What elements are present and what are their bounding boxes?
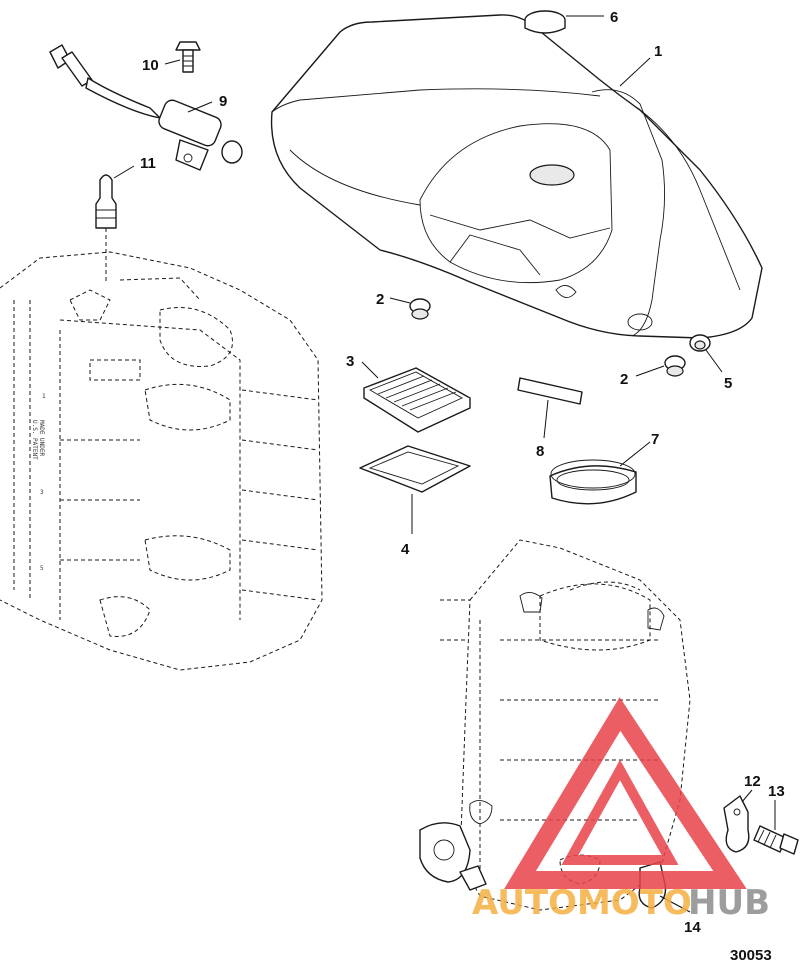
callout-13: 13 <box>768 783 785 800</box>
callout-14: 14 <box>684 919 701 936</box>
fitting-part-11 <box>95 174 117 282</box>
callout-1: 1 <box>654 43 662 60</box>
block-marking-cyl5: 5 <box>40 565 44 572</box>
filter-part-3 <box>363 367 471 433</box>
leader-lines <box>113 15 776 913</box>
grommet-part-5 <box>689 334 711 352</box>
callout-3: 3 <box>346 353 354 370</box>
top-cover-part-1 <box>270 14 763 339</box>
watermark-triangle-outer <box>504 697 747 889</box>
clamp-part-12 <box>723 795 750 853</box>
plug-cap-part-6 <box>524 10 566 34</box>
block-marking-line2: U.S. PATENT <box>31 420 38 460</box>
callout-6: 6 <box>610 9 618 26</box>
callout-10: 10 <box>142 57 159 74</box>
callout-5: 5 <box>724 375 732 392</box>
intake-manifold <box>419 539 691 911</box>
callout-8: 8 <box>536 443 544 460</box>
callout-labels: 1 2 2 3 4 5 6 7 8 9 10 11 12 13 14 <box>140 9 785 936</box>
engine-block: MADE UNDER U.S. PATENT 1 3 5 <box>0 251 323 671</box>
seal-ring-part-7 <box>549 459 637 505</box>
callout-11: 11 <box>140 155 156 172</box>
callout-2b: 2 <box>620 371 628 388</box>
watermark-brand-part2: HUB <box>688 883 770 923</box>
block-marking-line1: MADE UNDER <box>38 420 45 457</box>
block-marking-cyl3: 3 <box>40 489 44 496</box>
gasket-part-4 <box>359 445 471 493</box>
grommet-part-2b <box>664 355 686 377</box>
bolt-part-13 <box>753 825 799 855</box>
watermark-triangle-inner <box>561 759 679 865</box>
figure-number: 30053 <box>730 947 772 964</box>
watermark-brand-part1: AUTOMOTO <box>472 883 692 923</box>
callout-9: 9 <box>219 93 227 110</box>
callout-12: 12 <box>744 773 761 790</box>
grommet-part-2a <box>409 298 431 320</box>
automotohub-watermark: AUTOMOTO HUB <box>472 697 770 923</box>
block-marking-cyl1: 1 <box>42 393 46 400</box>
bolt-part-10 <box>175 41 201 73</box>
callout-2a: 2 <box>376 291 384 308</box>
callout-4: 4 <box>401 541 410 558</box>
label-part-8 <box>517 377 583 405</box>
callout-7: 7 <box>651 431 659 448</box>
